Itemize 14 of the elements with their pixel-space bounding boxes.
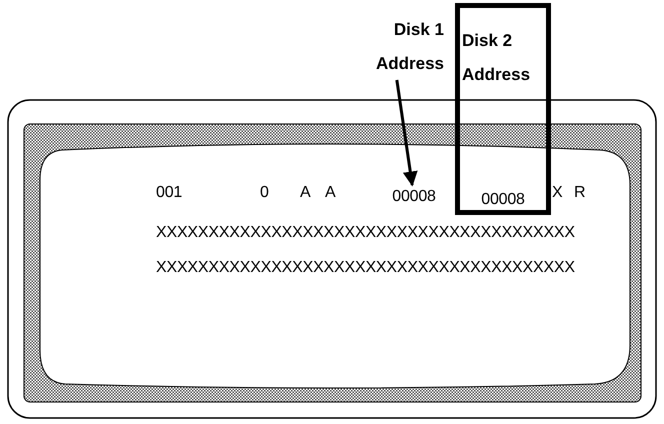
status-field: 0 — [260, 185, 269, 201]
status-field: R — [574, 185, 586, 201]
leader-arrow — [395, 80, 418, 186]
status-field: 001 — [156, 185, 182, 201]
status-field: A — [325, 185, 336, 201]
field-caption: Disk 2 Address — [462, 30, 532, 86]
address-value: 00008 — [468, 188, 538, 212]
status-field: A — [300, 185, 310, 201]
data-row: XXXXXXXXXXXXXXXXXXXXXXXXXXXXXXXXXXXXXXXX — [156, 260, 575, 276]
data-row: XXXXXXXXXXXXXXXXXXXXXXXXXXXXXXXXXXXXXXXX — [156, 225, 575, 241]
status-field: X — [552, 185, 562, 201]
address-value: 00008 — [383, 185, 445, 209]
field-caption: Disk 1 Address — [340, 14, 444, 80]
highlight-frame — [455, 3, 551, 215]
